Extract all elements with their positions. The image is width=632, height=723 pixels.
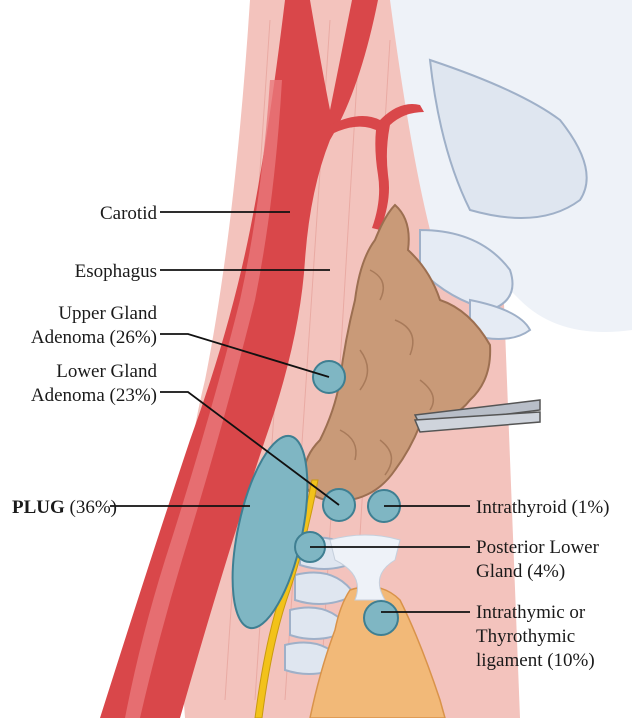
label-lower-gland-line2: Adenoma (23%)	[31, 385, 157, 406]
label-upper-gland-line1: Upper Gland	[58, 303, 157, 324]
label-upper-gland-line2: Adenoma (26%)	[31, 327, 157, 348]
label-plug-percent: (36%)	[65, 497, 117, 518]
label-intrathyroid: Intrathyroid (1%)	[476, 497, 609, 518]
label-intrathymic-line1: Intrathymic or	[476, 602, 586, 623]
intrathymic-adenoma	[364, 601, 398, 635]
label-intrathymic-line2: Thyrothymic	[476, 626, 575, 647]
label-esophagus: Esophagus	[75, 261, 157, 282]
label-posterior-line1: Posterior Lower	[476, 537, 600, 558]
label-plug-bold: PLUG	[12, 497, 65, 518]
label-lower-gland-line1: Lower Gland	[56, 361, 157, 382]
label-plug: PLUG (36%)	[12, 497, 117, 518]
label-carotid: Carotid	[100, 203, 157, 224]
label-intrathymic-line3: ligament (10%)	[476, 650, 595, 671]
label-posterior-line2: Gland (4%)	[476, 561, 565, 582]
